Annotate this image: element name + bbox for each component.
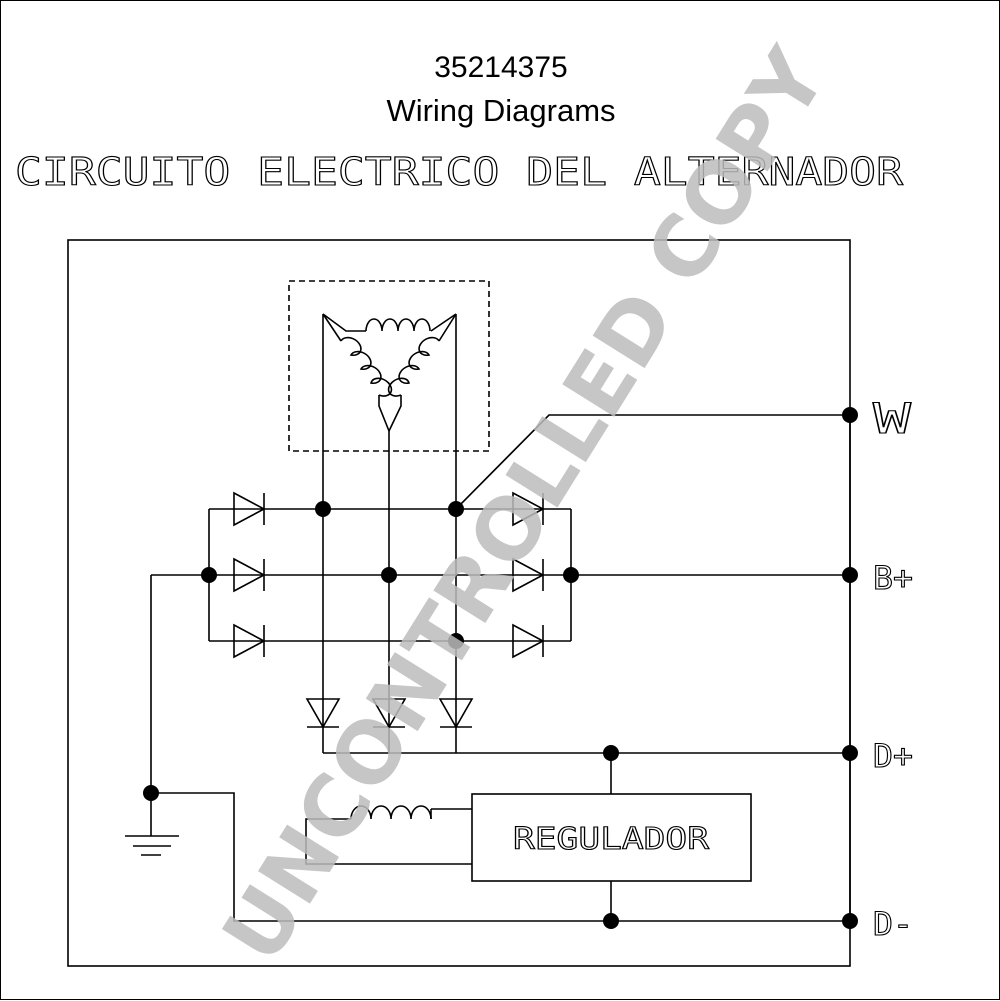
terminal-d-minus-dot bbox=[842, 913, 858, 929]
terminal-w-dot bbox=[842, 407, 858, 423]
document-number: 35214375 bbox=[434, 51, 568, 84]
ground-line bbox=[150, 575, 850, 922]
terminal-d-plus-dot bbox=[842, 745, 858, 761]
stator-winding bbox=[288, 280, 490, 575]
terminal-d-plus-label: D+ bbox=[873, 737, 913, 775]
terminal-d-minus-label: D- bbox=[873, 905, 913, 943]
w-line bbox=[455, 414, 850, 510]
junction-dots bbox=[143, 407, 858, 929]
ground-icon bbox=[125, 793, 179, 856]
terminal-b-plus-dot bbox=[842, 567, 858, 583]
field-coil-icon bbox=[305, 805, 472, 865]
regulator-box bbox=[471, 793, 752, 882]
document-subtitle: Wiring Diagrams bbox=[386, 93, 616, 128]
circuit-title: CIRCUITO ELECTRICO DEL ALTERNADOR bbox=[15, 150, 903, 194]
terminal-w-label: W bbox=[873, 394, 912, 443]
regulator-label: REGULADOR bbox=[513, 822, 710, 857]
terminal-b-plus-label: B+ bbox=[873, 559, 913, 597]
